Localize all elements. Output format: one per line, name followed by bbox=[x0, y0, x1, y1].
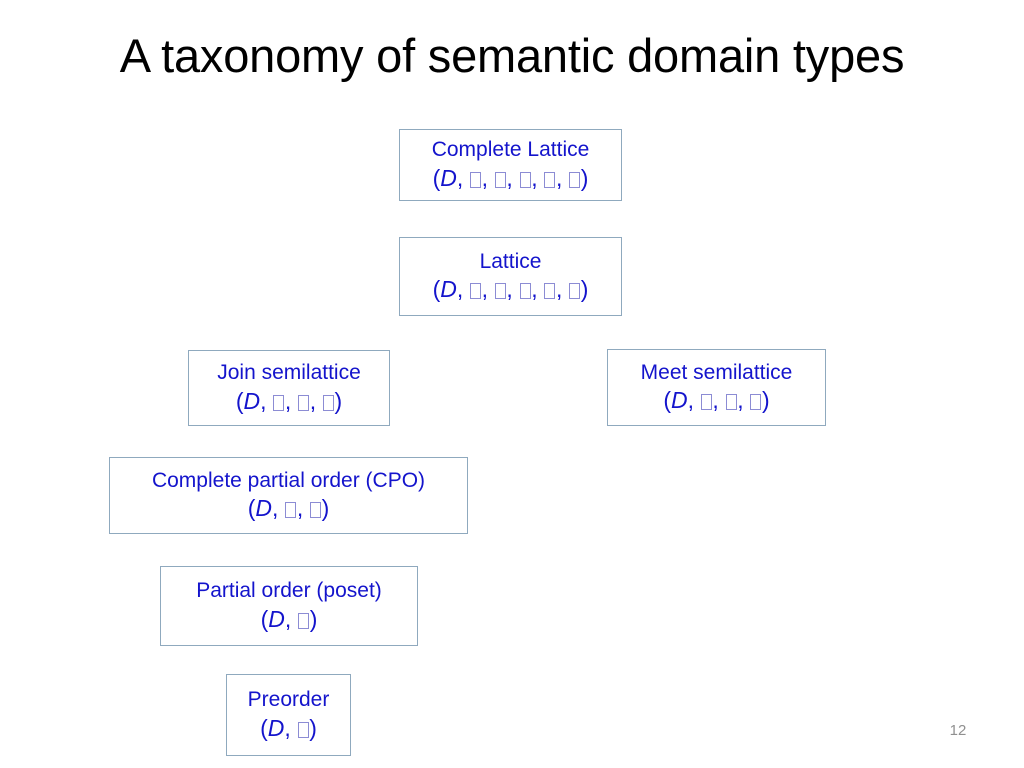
tuple-open-paren: ( bbox=[432, 164, 441, 191]
unrendered-glyph-icon bbox=[544, 283, 556, 300]
node-label: Complete Lattice bbox=[431, 138, 590, 162]
tuple-variable-d: D bbox=[243, 387, 261, 414]
tuple-variable-d: D bbox=[440, 164, 457, 191]
unrendered-glyph-icon bbox=[569, 171, 581, 188]
tuple-variable-d: D bbox=[440, 276, 457, 303]
taxonomy-node-complete-lattice[interactable]: Complete Lattice (D, , , , , ) bbox=[399, 129, 622, 201]
node-label: Partial order (poset) bbox=[196, 579, 382, 603]
unrendered-glyph-icon bbox=[470, 283, 482, 300]
unrendered-glyph-icon bbox=[725, 394, 737, 411]
unrendered-glyph-icon bbox=[297, 721, 309, 738]
tuple-variable-d: D bbox=[268, 605, 285, 632]
unrendered-glyph-icon bbox=[700, 394, 712, 411]
unrendered-glyph-icon bbox=[285, 502, 297, 519]
tuple-close-paren: ) bbox=[580, 276, 589, 303]
node-tuple: (D, , , , , ) bbox=[432, 276, 589, 303]
node-tuple: (D, , ) bbox=[247, 495, 330, 522]
unrendered-glyph-icon bbox=[569, 283, 581, 300]
taxonomy-node-preorder[interactable]: Preorder (D, ) bbox=[226, 674, 351, 756]
unrendered-glyph-icon bbox=[494, 283, 506, 300]
tuple-close-paren: ) bbox=[580, 164, 589, 191]
node-tuple: (D, ) bbox=[260, 714, 317, 741]
unrendered-glyph-icon bbox=[298, 394, 310, 411]
tuple-open-paren: ( bbox=[432, 276, 441, 303]
tuple-open-paren: ( bbox=[260, 714, 268, 741]
tuple-close-paren: ) bbox=[309, 714, 317, 741]
unrendered-glyph-icon bbox=[298, 612, 310, 629]
node-label: Lattice bbox=[479, 249, 542, 273]
tuple-variable-d: D bbox=[255, 495, 273, 522]
tuple-close-paren: ) bbox=[309, 605, 318, 632]
tuple-open-paren: ( bbox=[260, 605, 269, 632]
unrendered-glyph-icon bbox=[519, 283, 531, 300]
unrendered-glyph-icon bbox=[494, 171, 506, 188]
slide-number: 12 bbox=[949, 722, 967, 739]
node-tuple: (D, , , , , ) bbox=[432, 164, 589, 191]
tuple-variable-d: D bbox=[671, 387, 688, 414]
page-title: A taxonomy of semantic domain types bbox=[119, 29, 905, 82]
taxonomy-node-partial-order[interactable]: Partial order (poset) (D, ) bbox=[160, 566, 418, 646]
node-tuple: (D, , , ) bbox=[235, 387, 343, 414]
tuple-close-paren: ) bbox=[321, 495, 330, 522]
tuple-variable-d: D bbox=[267, 714, 285, 741]
unrendered-glyph-icon bbox=[322, 394, 334, 411]
node-label: Complete partial order (CPO) bbox=[151, 468, 426, 492]
unrendered-glyph-icon bbox=[470, 171, 482, 188]
taxonomy-node-join-semilattice[interactable]: Join semilattice (D, , , ) bbox=[188, 350, 390, 426]
node-tuple: (D, ) bbox=[260, 605, 318, 632]
node-label: Preorder bbox=[247, 688, 330, 712]
node-tuple: (D, , , ) bbox=[663, 387, 770, 414]
node-label: Join semilattice bbox=[217, 361, 361, 385]
tuple-open-paren: ( bbox=[247, 495, 256, 522]
unrendered-glyph-icon bbox=[273, 394, 285, 411]
taxonomy-node-meet-semilattice[interactable]: Meet semilattice (D, , , ) bbox=[607, 349, 826, 426]
node-label: Meet semilattice bbox=[640, 360, 793, 384]
unrendered-glyph-icon bbox=[310, 502, 322, 519]
taxonomy-node-cpo[interactable]: Complete partial order (CPO) (D, , ) bbox=[109, 457, 468, 534]
tuple-close-paren: ) bbox=[334, 387, 343, 414]
taxonomy-node-lattice[interactable]: Lattice (D, , , , , ) bbox=[399, 237, 622, 316]
tuple-open-paren: ( bbox=[235, 387, 244, 414]
tuple-close-paren: ) bbox=[761, 387, 770, 414]
tuple-open-paren: ( bbox=[663, 387, 672, 414]
unrendered-glyph-icon bbox=[519, 171, 531, 188]
unrendered-glyph-icon bbox=[750, 394, 762, 411]
unrendered-glyph-icon bbox=[544, 171, 556, 188]
